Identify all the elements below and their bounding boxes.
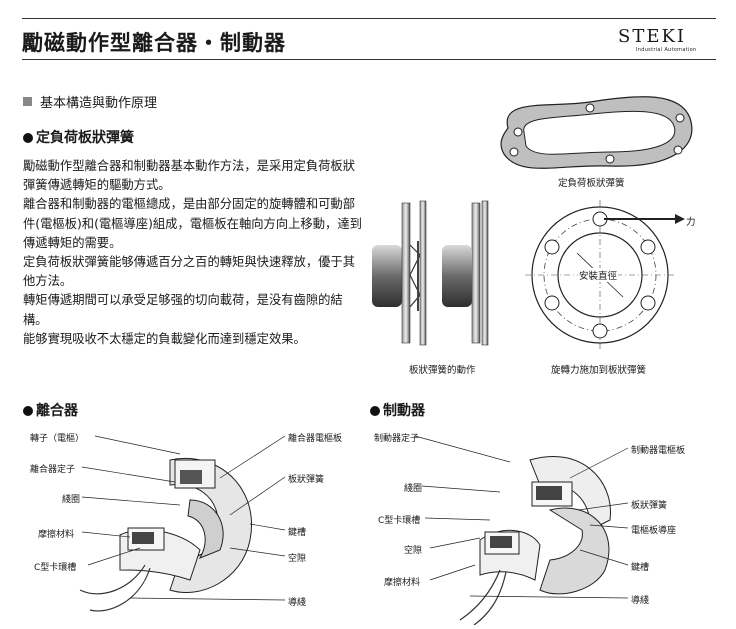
spring-description: 勵磁動作型離合器和制動器基本動作方法，是采用定負荷板狀彈簧傳遞轉矩的驅動方式。 … [23,157,363,349]
spring-heading-text: 定負荷板狀彈簧 [36,130,134,146]
paragraph: 離合器和制動器的電樞總成，是由部分固定的旋轉體和可動部件(電樞板)和(電樞導座)… [23,197,362,250]
clutch-label-keyway: 鍵槽 [288,528,307,538]
spring-heading: 定負荷板狀彈簧 [23,127,134,147]
paragraph: 勵磁動作型離合器和制動器基本動作方法，是采用定負荷板狀彈簧傳遞轉矩的驅動方式。 [23,159,356,193]
clutch-heading: 離合器 [23,400,78,420]
logo-subtext: Industrial Automation [636,47,697,53]
clutch-label-rotor: 轉子（電樞） [30,434,85,444]
brake-label-coil: 綫圈 [404,484,423,494]
clutch-label-stator: 離合器定子 [30,465,76,475]
fig-force-caption: 旋轉力施加到板狀彈簧 [551,365,647,376]
fig-spring-caption: 定負荷板狀彈簧 [558,178,625,189]
brake-label-c-groove: C型卡環槽 [378,516,421,526]
paragraph: 轉矩傳遞期間可以承受足够强的切向載荷，是没有齒隙的結構。 [23,293,343,327]
force-label: 力 [686,217,696,228]
brake-label-gap: 空隙 [404,546,423,556]
brake-heading-text: 制動器 [383,403,425,419]
clutch-label-leaf-spring: 板狀彈簧 [288,475,325,485]
clutch-label-c-groove: C型卡環槽 [34,563,77,573]
company-logo: STEKI Industrial Automation [614,26,714,54]
brake-drawing [459,455,611,625]
bullet-icon [23,133,33,143]
brake-label-keyway: 鍵槽 [631,563,650,573]
clutch-drawing [79,458,252,612]
leaf-spring-figure [500,96,693,169]
fig-action-caption: 板狀彈簧的動作 [409,365,476,376]
clutch-label-lead-wire: 導綫 [288,598,307,608]
square-bullet-icon [23,97,32,106]
clutch-label-armature-plate: 離合器電樞板 [288,434,343,444]
brake-label-friction: 摩擦材料 [384,578,421,588]
section-title: 基本構造與動作原理 [23,92,157,111]
clutch-heading-text: 離合器 [36,403,78,419]
brake-label-lead-wire: 導綫 [631,596,650,606]
clutch-label-gap: 空隙 [288,554,307,564]
paragraph: 定負荷板狀彈簧能够傳遞百分之百的轉矩與快速釋放，優于其他方法。 [23,255,356,289]
header-bottom-rule [22,59,716,60]
page-title: 勵磁動作型離合器・制動器 [22,31,286,55]
section-title-text: 基本構造與動作原理 [40,96,158,111]
brake-label-armature-plate: 制動器電樞板 [631,446,686,456]
brake-label-leaf-spring: 板狀彈簧 [631,501,668,511]
header-top-rule [22,18,716,19]
clutch-leaders [81,435,286,601]
diameter-label: 安裝直徑 [578,268,619,282]
brake-label-armature-hub: 電樞板導座 [631,526,677,536]
brake-label-stator: 制動器定子 [374,434,420,444]
bullet-icon [23,406,33,416]
spring-action-figure [372,200,489,346]
logo-text: STEKI [618,26,687,47]
clutch-label-coil: 綫圈 [62,495,81,505]
bullet-icon [370,406,380,416]
brake-heading: 制動器 [370,400,425,420]
clutch-label-friction: 摩擦材料 [38,530,75,540]
paragraph: 能够實現吸收不太穩定的負載變化而達到穩定效果。 [23,331,306,346]
brake-leaders [414,435,629,599]
